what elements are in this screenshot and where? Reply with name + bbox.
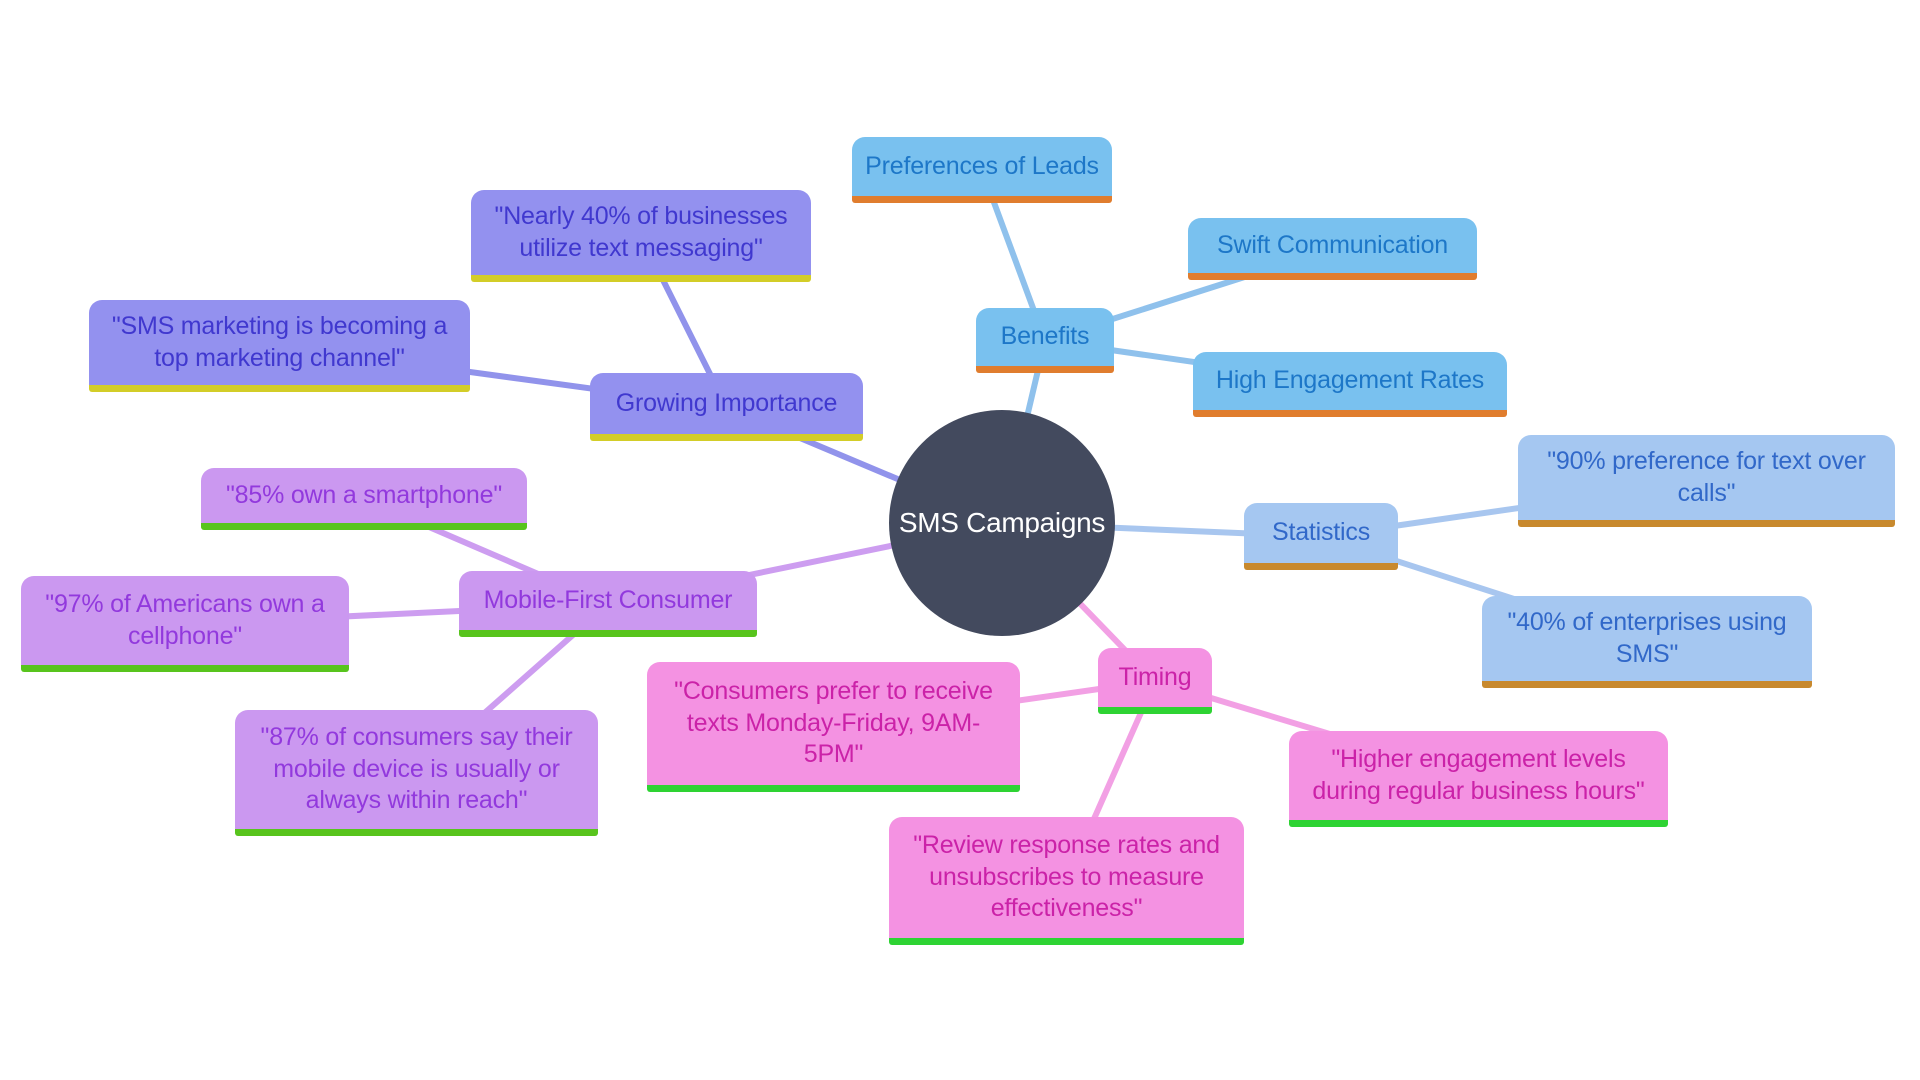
branch-node-statistics[interactable]: Statistics <box>1244 503 1398 570</box>
child-node-benefits-2[interactable]: High Engagement Rates <box>1193 352 1507 417</box>
child-node-statistics-1[interactable]: "40% of enterprises using SMS" <box>1482 596 1812 688</box>
child-node-timing-0[interactable]: "Consumers prefer to receive texts Monda… <box>647 662 1020 792</box>
branch-node-timing[interactable]: Timing <box>1098 648 1212 714</box>
branch-node-growing-importance[interactable]: Growing Importance <box>590 373 863 441</box>
child-node-mobile-first-consumer-0[interactable]: "85% own a smartphone" <box>201 468 527 530</box>
branch-node-benefits[interactable]: Benefits <box>976 308 1114 373</box>
child-node-mobile-first-consumer-2[interactable]: "87% of consumers say their mobile devic… <box>235 710 598 836</box>
child-node-timing-1[interactable]: "Higher engagement levels during regular… <box>1289 731 1668 827</box>
child-node-growing-importance-1[interactable]: "SMS marketing is becoming a top marketi… <box>89 300 470 392</box>
child-node-statistics-0[interactable]: "90% preference for text over calls" <box>1518 435 1895 527</box>
child-node-growing-importance-0[interactable]: "Nearly 40% of businesses utilize text m… <box>471 190 811 282</box>
branch-node-mobile-first-consumer[interactable]: Mobile-First Consumer <box>459 571 757 637</box>
child-node-timing-2[interactable]: "Review response rates and unsubscribes … <box>889 817 1244 945</box>
child-node-benefits-1[interactable]: Swift Communication <box>1188 218 1477 280</box>
child-node-mobile-first-consumer-1[interactable]: "97% of Americans own a cellphone" <box>21 576 349 672</box>
central-topic-node[interactable]: SMS Campaigns <box>889 410 1115 636</box>
child-node-benefits-0[interactable]: Preferences of Leads <box>852 137 1112 203</box>
